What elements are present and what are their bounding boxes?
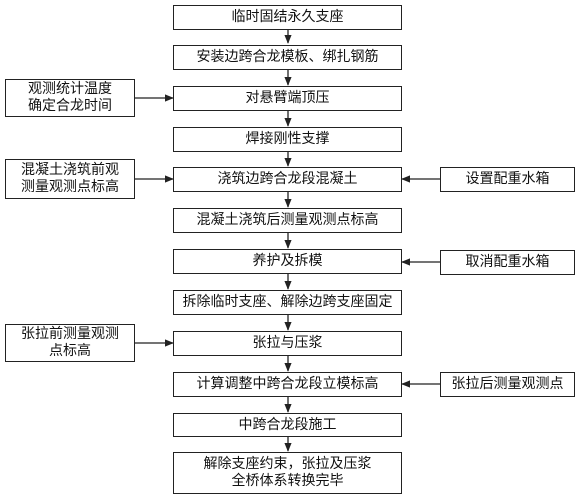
step-12-box: 解除支座约束，张拉及压浆 全桥体系转换完毕 — [173, 452, 402, 494]
step-7-box: 养护及拆模 — [173, 249, 402, 274]
left-note-2: 混凝土浇筑前观 测量观测点标高 — [5, 159, 135, 199]
right-note-1: 设置配重水箱 — [440, 167, 575, 192]
step-10-box: 计算调整中跨合龙段立模标高 — [173, 372, 402, 397]
step-5-box: 浇筑边跨合龙段混凝土 — [173, 167, 402, 192]
right-note-2: 取消配重水箱 — [440, 250, 575, 275]
left-note-1: 观测统计温度 确定合龙时间 — [5, 79, 135, 117]
right-note-3: 张拉后测量观测点 — [440, 372, 575, 397]
step-6-box: 混凝土浇筑后测量观测点标高 — [173, 208, 402, 233]
step-2-box: 安装边跨合龙模板、绑扎钢筋 — [173, 45, 402, 70]
left-note-3: 张拉前测量观测 点标高 — [5, 324, 135, 362]
step-3-box: 对悬臂端顶压 — [173, 86, 402, 111]
step-8-box: 拆除临时支座、解除边跨支座固定 — [173, 290, 402, 315]
step-1-box: 临时固结永久支座 — [173, 5, 402, 30]
step-9-box: 张拉与压浆 — [173, 331, 402, 356]
step-11-box: 中跨合龙段施工 — [173, 413, 402, 437]
step-4-box: 焊接刚性支撑 — [173, 127, 402, 152]
